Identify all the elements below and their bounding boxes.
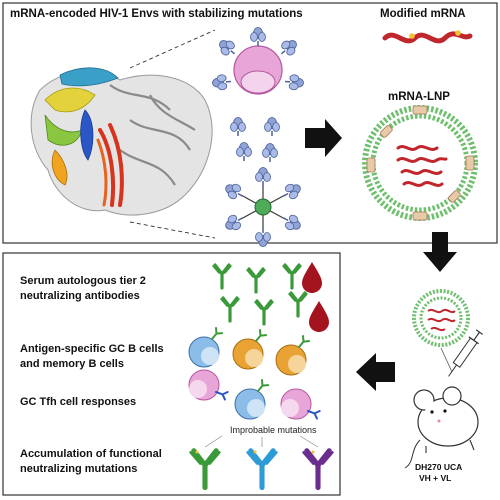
top-panel-title: mRNA-encoded HIV-1 Envs with stabilizing… [10, 8, 303, 20]
improbable-pointer-3 [299, 435, 319, 448]
zoom-line-top [129, 29, 216, 69]
mouse-label-1: DH270 UCA [415, 462, 462, 472]
arrow-right [305, 119, 342, 157]
outcome-4-line1: Accumulation of functional [20, 448, 162, 460]
ferritin-nanoparticle [211, 26, 305, 95]
mrna-lnp-label: mRNA-LNP [388, 91, 450, 103]
outcome-2-line1: Antigen-specific GC B cells [20, 343, 164, 355]
outcome-3-line1: GC Tfh cell responses [20, 396, 136, 408]
mouse-icon [404, 386, 479, 469]
arrow-left [356, 353, 395, 391]
outcome-2-line2: and memory B cells [20, 358, 124, 370]
env-nanoparticle-green [221, 166, 305, 248]
mrna-lnp-particle [362, 105, 478, 221]
env-structure-ribbon [30, 67, 213, 216]
outcome-1-line1: Serum autologous tier 2 [20, 275, 146, 287]
small-lnp [412, 289, 470, 347]
syringe-icon [448, 329, 484, 377]
mouse-label-2: VH + VL [419, 473, 451, 483]
outcome-1-line2: neutralizing antibodies [20, 290, 140, 302]
arrow-down [423, 232, 457, 272]
functional-antibodies [191, 451, 333, 488]
modified-mrna-icon [382, 30, 473, 44]
blood-drop-icon [302, 262, 322, 293]
injection-pointer [440, 347, 453, 373]
outcome-4-line2: neutralizing mutations [20, 463, 137, 475]
modified-mrna-label: Modified mRNA [380, 8, 466, 20]
improbable-pointer-1 [204, 435, 223, 448]
b-cells-row1 [188, 327, 311, 376]
improbable-mutations-label: Improbable mutations [230, 425, 317, 435]
bottom-panel [2, 252, 341, 496]
tfh-cells-row2 [188, 369, 321, 420]
blood-drop-icon-2 [309, 301, 329, 332]
zoom-line-bottom [129, 221, 216, 239]
